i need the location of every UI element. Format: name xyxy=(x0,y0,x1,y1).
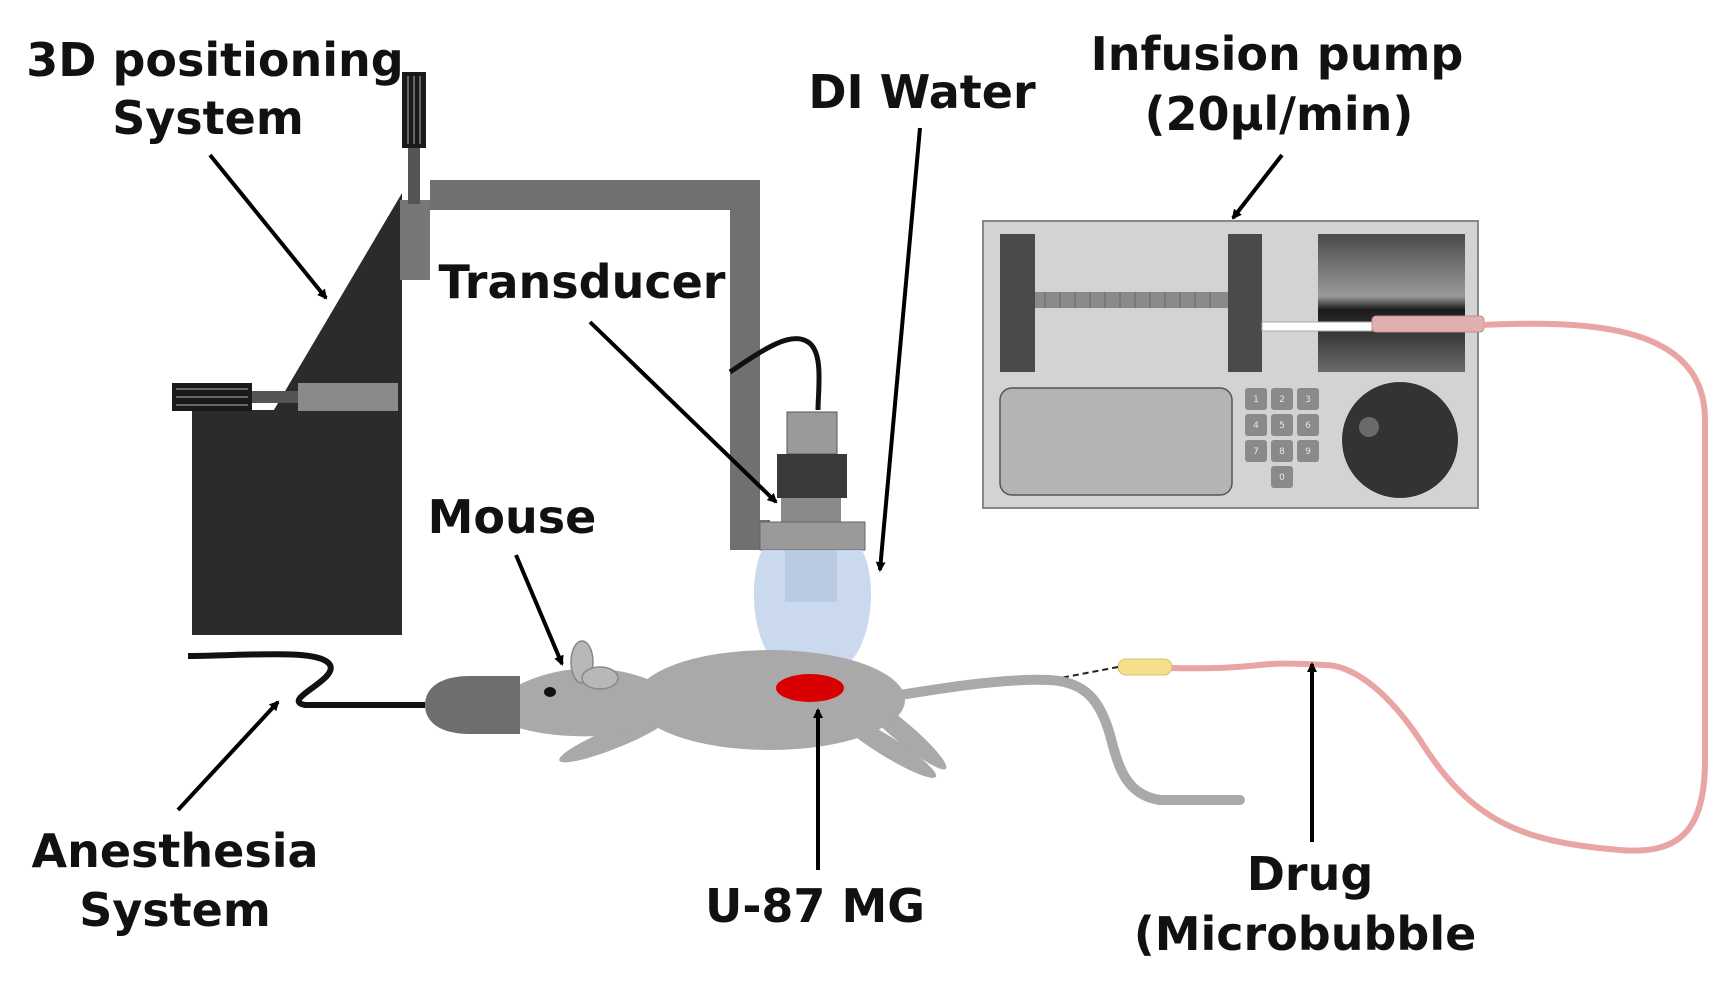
screw-thread-ticks xyxy=(1044,292,1211,308)
tumor-label: U-87 MG xyxy=(705,879,925,933)
pump-control-dial[interactable] xyxy=(1342,382,1458,498)
catheter-connector xyxy=(1117,658,1173,676)
keypad-key-label: 7 xyxy=(1253,447,1259,457)
pump-keypad: 1 2 3 4 5 6 7 8 9 0 xyxy=(1245,388,1319,488)
syringe-holder xyxy=(1318,234,1465,372)
keypad-key-label: 6 xyxy=(1305,421,1311,431)
keypad-key-8[interactable] xyxy=(1271,440,1293,462)
keypad-key-5[interactable] xyxy=(1271,414,1293,436)
keypad-key-4[interactable] xyxy=(1245,414,1267,436)
transducer-assembly xyxy=(728,336,872,677)
mouse-eye xyxy=(544,687,556,697)
syringe-plunger xyxy=(1261,321,1373,332)
pump-arrow xyxy=(1231,153,1284,220)
transducer-arrow xyxy=(588,320,778,504)
keypad-key-label: 4 xyxy=(1253,421,1259,431)
positioning-arrow xyxy=(208,153,328,300)
keypad-key-0[interactable] xyxy=(1271,466,1293,488)
pump-label-line2: (20µl/min) xyxy=(1145,87,1414,141)
anesthesia-arrow xyxy=(176,700,280,812)
pump-pusher-block xyxy=(1228,234,1262,372)
transducer-connector xyxy=(786,411,838,455)
keypad-key-7[interactable] xyxy=(1245,440,1267,462)
positioning-system xyxy=(172,72,770,635)
mouse-body xyxy=(510,640,1245,805)
keypad-key-label: 2 xyxy=(1279,395,1285,405)
pump-label-line1: Infusion pump xyxy=(1091,27,1464,81)
keypad-key-2[interactable] xyxy=(1271,388,1293,410)
keypad-key-label: 3 xyxy=(1305,395,1311,405)
positioning-label-line1: 3D positioning xyxy=(26,33,403,87)
drug-label-line2: (Microbubble xyxy=(1134,907,1477,961)
keypad-key-label: 5 xyxy=(1279,421,1285,431)
pump-lead-screw xyxy=(1035,292,1228,308)
pointer-arrows xyxy=(176,127,1317,870)
di-water-label: DI Water xyxy=(808,65,1036,119)
infusion-pump: 1 2 3 4 5 6 7 8 9 0 xyxy=(982,220,1485,509)
mouse-torso xyxy=(635,650,905,750)
keypad-key-label: 1 xyxy=(1253,395,1259,405)
di-water-cone xyxy=(753,550,872,677)
keypad-key-6[interactable] xyxy=(1297,414,1319,436)
drug-tubing xyxy=(1049,320,1708,854)
transducer-label: Transducer xyxy=(438,255,725,309)
u87-tumor xyxy=(776,674,844,702)
keypad-key-3[interactable] xyxy=(1297,388,1319,410)
mouse-head xyxy=(510,668,650,737)
drug-label-line1: Drug xyxy=(1247,847,1374,901)
infusion-line xyxy=(1169,320,1708,854)
mouse-tail xyxy=(865,674,1245,805)
mouse-label: Mouse xyxy=(428,490,597,544)
anesthesia-system xyxy=(187,651,520,734)
pump-left-block xyxy=(1000,234,1035,372)
mouse-arrow xyxy=(514,554,564,666)
diagram-labels: 3D positioning System DI Water Infusion … xyxy=(26,27,1476,961)
anesthesia-nose-cone xyxy=(425,676,520,734)
transducer-body xyxy=(777,454,847,498)
anesthesia-hose xyxy=(187,651,425,708)
transducer-cable xyxy=(728,336,822,411)
keypad-key-label: 0 xyxy=(1279,473,1285,483)
keypad-key-label: 9 xyxy=(1305,447,1311,457)
keypad-key-9[interactable] xyxy=(1297,440,1319,462)
keypad-key-label: 8 xyxy=(1279,447,1285,457)
positioning-stand-wedge xyxy=(268,193,402,420)
positioning-stand-base xyxy=(192,410,402,635)
needle-line xyxy=(1049,666,1119,681)
anesthesia-label-line1: Anesthesia xyxy=(31,824,318,878)
di-water-arrow xyxy=(875,127,922,572)
positioning-label-line2: System xyxy=(112,91,304,145)
vertical-rail xyxy=(400,200,430,280)
syringe-barrel xyxy=(1371,315,1485,333)
horizontal-arm xyxy=(430,180,760,210)
anesthesia-label-line2: System xyxy=(79,883,271,937)
pump-display xyxy=(999,387,1233,496)
mouse-ear-2 xyxy=(581,666,619,690)
keypad-key-1[interactable] xyxy=(1245,388,1267,410)
